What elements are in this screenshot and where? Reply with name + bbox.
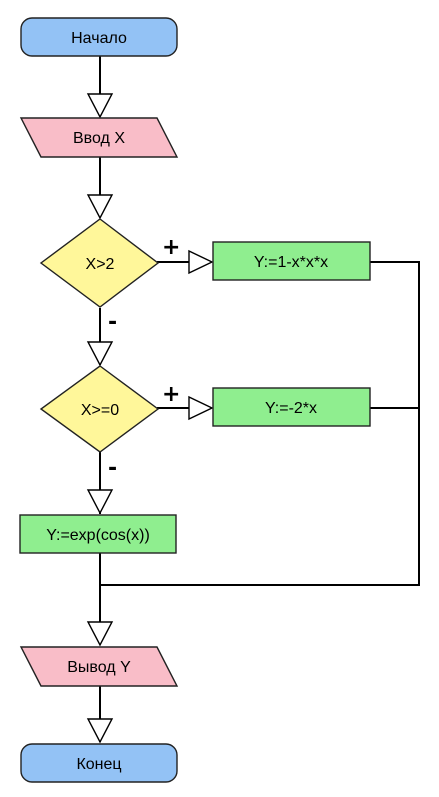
process-1-shape — [212, 241, 371, 281]
end-label: Конец — [76, 756, 121, 773]
end-terminal: Конец — [20, 743, 178, 783]
arrowhead-to-input — [86, 93, 114, 119]
arrowhead-to-decision1 — [86, 194, 114, 220]
decision-1-label: X>2 — [86, 256, 115, 273]
arrowhead-to-decision2 — [86, 341, 114, 367]
decision-2: X>=0 — [39, 365, 160, 453]
start-terminal: Начало — [20, 17, 178, 57]
output-label: Вывод Y — [67, 659, 131, 676]
arrowheads — [86, 93, 214, 744]
output-shape — [19, 646, 179, 687]
arrowhead-to-output — [86, 621, 114, 647]
connector-return-right — [100, 261, 420, 586]
decision-2-shape — [39, 365, 160, 453]
process-2: Y:=-2*x — [212, 387, 371, 427]
start-label: Начало — [71, 30, 127, 47]
process-2-label: Y:=-2*x — [265, 400, 317, 417]
decision-2-no-label: - — [108, 456, 117, 481]
process-1-label: Y:=1-x*x*x — [254, 254, 328, 271]
decision-2-label: X>=0 — [81, 402, 119, 419]
start-shape — [20, 17, 178, 57]
decision-1-shape — [39, 218, 160, 308]
process-3: Y:=exp(cos(x)) — [19, 514, 177, 554]
arrowhead-to-end — [86, 718, 114, 744]
input-label: Ввод X — [73, 130, 125, 147]
process-3-shape — [19, 514, 177, 554]
end-shape — [20, 743, 178, 783]
decision-1-no-label: - — [108, 310, 117, 335]
arrowhead-to-process3 — [86, 489, 114, 515]
decision-1-yes-label: + — [162, 235, 180, 260]
output-block: Вывод Y — [19, 646, 179, 687]
decision-2-yes-label: + — [162, 382, 180, 407]
arrowhead-to-process1 — [188, 249, 214, 275]
decision-1: X>2 — [39, 218, 160, 308]
input-block: Ввод X — [19, 117, 179, 158]
process-2-shape — [212, 387, 371, 427]
process-1: Y:=1-x*x*x — [212, 241, 371, 281]
process-3-label: Y:=exp(cos(x)) — [46, 527, 150, 544]
arrowhead-to-process2 — [188, 395, 214, 421]
input-shape — [19, 117, 179, 158]
